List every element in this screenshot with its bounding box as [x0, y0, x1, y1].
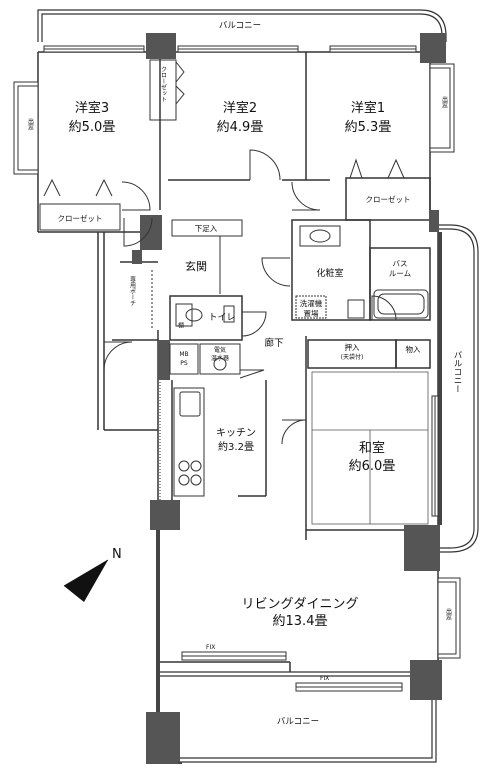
closet-western3	[39, 203, 121, 231]
closet-western2	[149, 59, 177, 121]
western1-size: 約5.3畳	[345, 120, 392, 135]
hallway-name: 廊下	[264, 337, 283, 349]
washbasin	[295, 225, 365, 319]
ldk-name: リビングダイニング	[241, 597, 358, 612]
shoe-cabinet-label: 下足入	[195, 224, 218, 233]
western1-name: 洋室1	[351, 100, 385, 116]
bay-window-right-top	[429, 63, 455, 153]
bay-window-right-bottom	[437, 577, 461, 659]
washer-label-1: 洗濯機	[300, 298, 323, 308]
oshiire-label-2: (天袋付)	[341, 353, 364, 361]
bay-window-right-bottom-label: 出窓	[445, 607, 452, 620]
toilet-name: トイレ	[208, 313, 235, 323]
mbps-label-1: MB	[179, 351, 188, 358]
fix-label-2: FIX	[320, 675, 329, 682]
japanese-name: 和室	[359, 440, 385, 456]
bathtub	[373, 289, 429, 319]
closet-western1-label: クローゼット	[366, 194, 411, 204]
thick-walls	[156, 232, 442, 764]
structural-columns	[132, 33, 446, 764]
closet-doors	[43, 61, 405, 197]
interior-walls	[37, 51, 439, 740]
kitchen-size: 約3.2畳	[218, 440, 254, 453]
fix-label-1: FIX	[206, 644, 215, 651]
fix-windows	[181, 651, 403, 692]
private-porch-label: 専用ポーチ	[129, 275, 136, 306]
oshiire-label-1: 押入	[345, 342, 360, 352]
balcony-right-label: バルコニー	[452, 351, 462, 394]
water-heater-label-2: 温水器	[211, 354, 229, 362]
western3-size: 約5.0畳	[69, 120, 116, 135]
western2-name: 洋室2	[223, 100, 257, 116]
kitchen-name: キッチン	[216, 427, 256, 439]
western2-size: 約4.9畳	[217, 120, 264, 135]
ldk-size: 約13.4畳	[273, 614, 328, 629]
toilet-fixture	[175, 303, 235, 327]
shelf-label: 棚	[177, 321, 184, 329]
closet-western3-label: クローゼット	[58, 213, 103, 223]
bath-label-1: バス	[393, 259, 408, 268]
japanese-size: 約6.0畳	[349, 459, 396, 474]
western3-name: 洋室3	[75, 100, 109, 116]
doors	[103, 149, 397, 445]
washroom-name: 化粧室	[316, 267, 343, 279]
kitchen-counter	[159, 382, 205, 500]
compass-icon: N	[63, 547, 122, 602]
entrance-name: 玄関	[185, 259, 207, 273]
bay-window-left	[13, 81, 39, 175]
mbps-label-2: PS	[180, 360, 188, 367]
balcony-top-label: バルコニー	[219, 21, 261, 31]
balcony-right-outline	[438, 224, 479, 553]
shoe-cabinet	[171, 219, 243, 294]
balcony-bottom-label: バルコニー	[277, 717, 319, 727]
windows	[43, 45, 439, 517]
bath-label-2: ルーム	[389, 269, 411, 278]
washer-label-2: 置場	[304, 308, 319, 318]
storage-label: 物入	[406, 344, 421, 354]
water-heater-label-1: 電気	[214, 346, 226, 354]
utility-closets	[169, 343, 241, 375]
tatami-layout	[311, 371, 429, 525]
compass-label: N	[112, 547, 122, 562]
bay-window-left-label: 出窓	[27, 117, 34, 130]
bay-window-right-top-label: 出窓	[441, 95, 448, 108]
closet-western2-label: クローゼット	[160, 66, 167, 102]
